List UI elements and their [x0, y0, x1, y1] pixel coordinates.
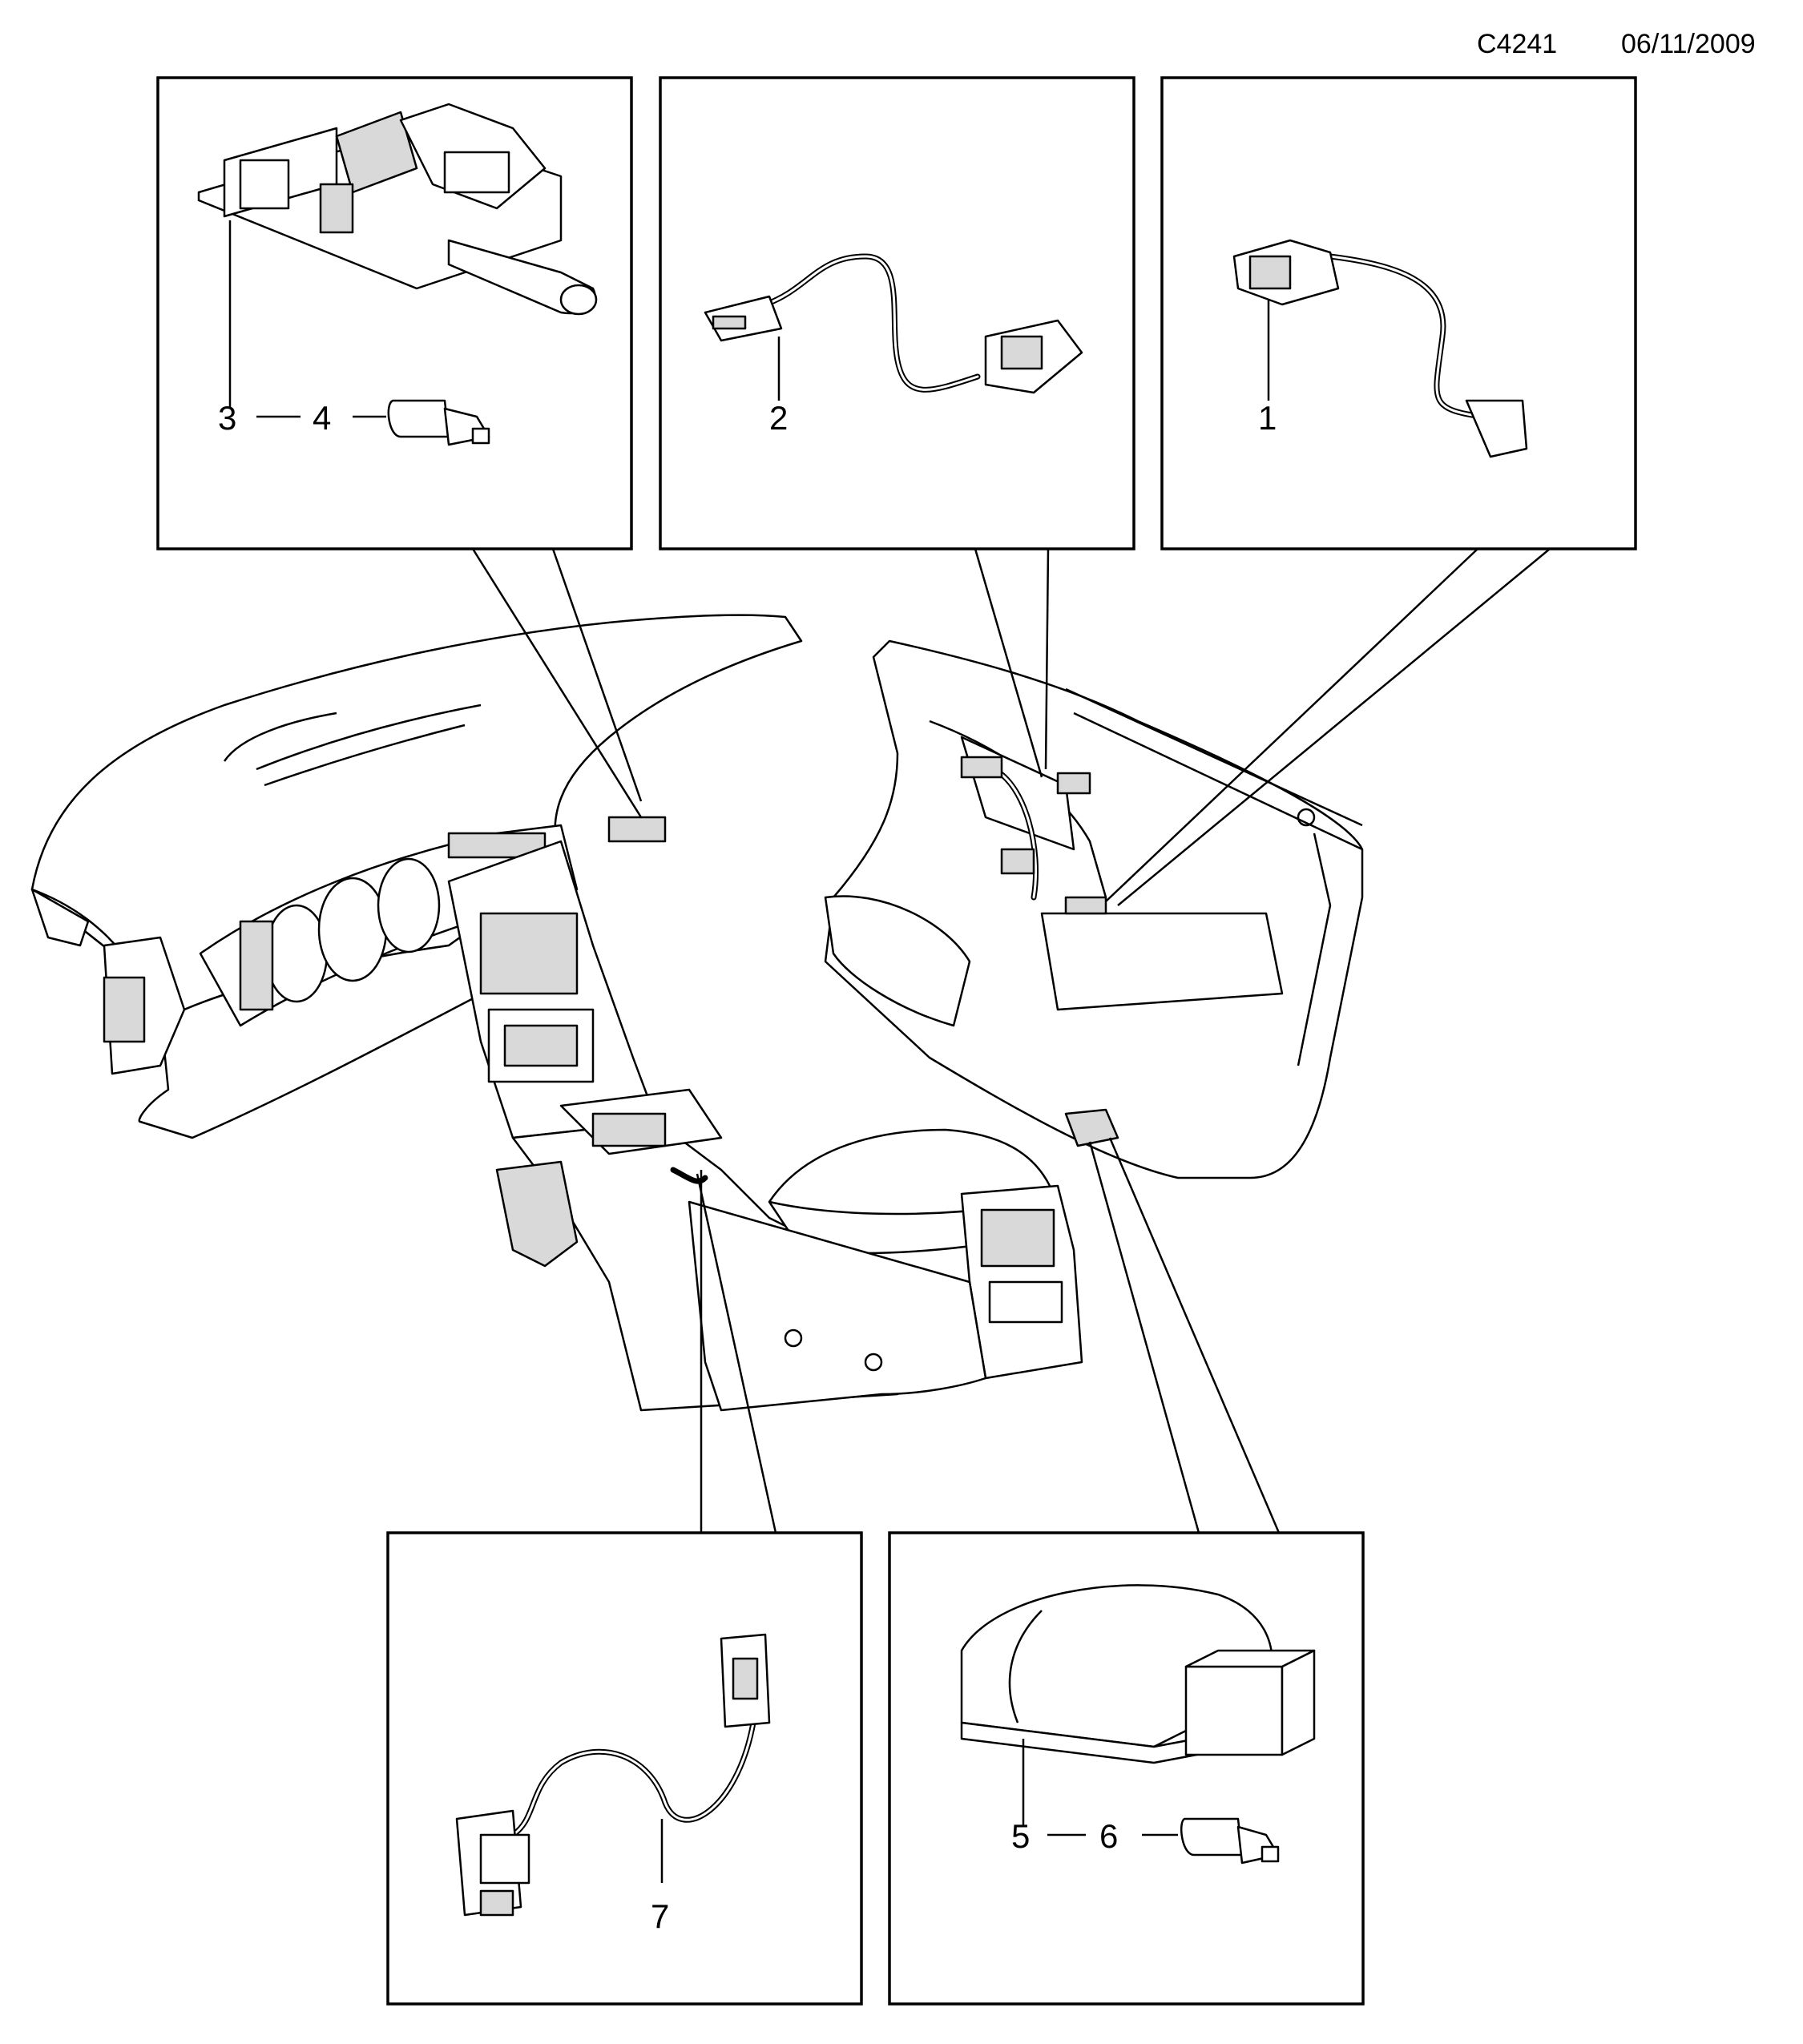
- detail-box-1: [1160, 76, 1637, 550]
- harness-part-1: [1232, 239, 1528, 458]
- drawing-date: 06/11/2009: [1621, 29, 1756, 59]
- detail-box-2: [659, 76, 1135, 550]
- bulb-6: [1180, 1817, 1280, 1865]
- glovebox-lamp-part: [197, 103, 598, 316]
- detail-box-3-4: [156, 76, 633, 550]
- console-side-panel: [688, 1200, 987, 1412]
- callout-4: 4: [313, 399, 331, 437]
- detail-box-5-6: [888, 1531, 1365, 2006]
- callout-5: 5: [1011, 1817, 1030, 1855]
- glovebox-lamp-mount: [607, 816, 667, 843]
- dashboard-assembly: [30, 614, 1364, 1412]
- lower-bracket: [495, 1160, 579, 1268]
- callout-6: 6: [1099, 1817, 1118, 1855]
- drawing-code: C4241: [1477, 29, 1557, 59]
- footwell-lamp-mount: [1064, 1108, 1119, 1147]
- harness-part-2: [704, 253, 1083, 394]
- harness-part-7: [455, 1633, 771, 1917]
- callout-2: 2: [769, 399, 788, 437]
- bulb-4: [387, 399, 490, 446]
- footwell-lamp-part: [960, 1584, 1316, 1764]
- callout-7: 7: [651, 1897, 669, 1935]
- console-harness: [670, 1167, 708, 1184]
- callout-3: 3: [218, 399, 236, 437]
- detail-box-7: [386, 1531, 863, 2006]
- leader-lines: [471, 548, 1551, 1534]
- callout-1: 1: [1258, 399, 1277, 437]
